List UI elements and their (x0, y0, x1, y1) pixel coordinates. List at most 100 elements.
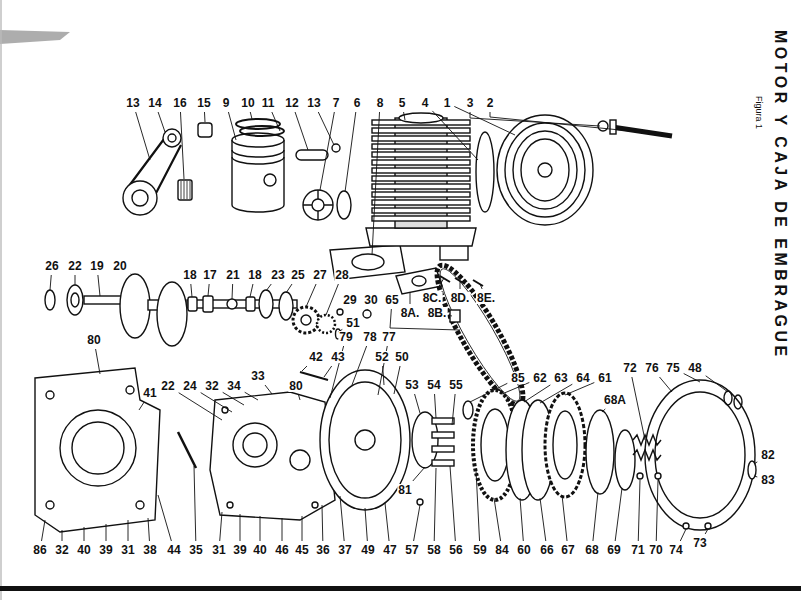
callout-number: 12 (284, 97, 299, 109)
callout-number: 17 (202, 269, 217, 281)
callout-number: 39 (98, 544, 113, 556)
part-outline (46, 391, 54, 399)
callout-number: 55 (448, 379, 463, 391)
part-outline (279, 292, 293, 320)
leader-line (286, 284, 292, 293)
callout-number: 41 (142, 387, 157, 399)
part-outline (417, 499, 423, 505)
part-outline (72, 422, 124, 474)
leader-line (220, 512, 222, 541)
leader-line (602, 409, 605, 412)
leader-line (302, 366, 307, 371)
leader-line (660, 377, 673, 392)
callout-number: 85 (510, 372, 525, 384)
callout-number: 81 (397, 484, 412, 496)
part-outline (372, 152, 470, 157)
callout-number: 86 (32, 544, 47, 556)
part-outline (0, 0, 1, 600)
callout-number: 60 (516, 544, 531, 556)
part-outline (330, 245, 405, 280)
leader-line (250, 284, 253, 297)
callout-number: 53 (404, 379, 419, 391)
part-outline (372, 176, 470, 181)
leader-line (299, 395, 300, 400)
part-outline (126, 386, 134, 394)
leader-line (324, 366, 332, 377)
part-outline (178, 432, 196, 468)
part-outline (246, 297, 255, 311)
callout-number: 49 (360, 544, 375, 556)
callout-number: 34 (226, 380, 241, 392)
part-outline (432, 418, 454, 424)
leader-line (434, 468, 436, 541)
callout-number: 76 (644, 362, 659, 374)
leader-line (339, 309, 340, 310)
part-outline (633, 450, 661, 460)
callout-number: 1 (443, 97, 452, 109)
title: MOTOR Y CAJA DE EMBRAGUE (771, 30, 789, 360)
callout-number: 80 (288, 380, 303, 392)
part-outline (227, 502, 233, 508)
leader-line (345, 112, 356, 192)
callout-number: 82 (760, 449, 775, 461)
callout-number: 13 (125, 97, 140, 109)
part-outline (645, 380, 755, 530)
part-outline (303, 190, 333, 220)
part-outline (232, 150, 284, 164)
part-outline (505, 123, 585, 217)
callout-number: 18 (182, 269, 197, 281)
callout-number: 27 (312, 269, 327, 281)
leader-line (454, 106, 515, 135)
callout-number: 63 (553, 372, 568, 384)
part-outline (233, 423, 277, 467)
callout-number: 32 (204, 380, 219, 392)
callout-number: 8 (376, 97, 385, 109)
leader-line (476, 470, 480, 541)
callout-number: 67 (560, 544, 575, 556)
leader-line (383, 366, 384, 385)
callout-number: 4 (421, 97, 430, 109)
part-outline (232, 140, 284, 212)
part-outline (372, 200, 470, 205)
part-outline (264, 174, 276, 186)
leader-line (232, 284, 234, 299)
leader-line (452, 394, 455, 425)
part-outline (355, 430, 375, 450)
leader-line (322, 505, 324, 541)
leader-line (50, 275, 51, 290)
part-outline (372, 168, 470, 173)
part-outline (203, 296, 213, 312)
callout-number: 40 (76, 544, 91, 556)
callout-number: 31 (211, 544, 226, 556)
callout-number: 28 (334, 269, 349, 281)
part-outline (586, 410, 614, 494)
callout-number: 5 (398, 97, 407, 109)
part-outline (312, 199, 324, 211)
part-outline (610, 120, 616, 134)
leader-line (191, 284, 192, 297)
part-outline (424, 257, 535, 414)
part-outline (317, 315, 335, 333)
callout-number: 8D. (450, 292, 471, 304)
part-outline (553, 411, 577, 479)
leader-line (494, 498, 501, 541)
callout-number: 7 (332, 97, 341, 109)
callout-number: 75 (665, 362, 680, 374)
leader-line (413, 467, 425, 481)
callout-number: 57 (404, 544, 419, 556)
leader-line (656, 480, 658, 541)
leader-line (367, 309, 368, 310)
part-outline (290, 450, 310, 470)
part-outline (46, 501, 54, 509)
part-outline (432, 432, 454, 438)
leader-line (684, 374, 700, 382)
part-outline (372, 128, 470, 133)
part-outline (432, 460, 454, 466)
leader-line (265, 385, 272, 394)
leader-line (306, 284, 316, 307)
callout-number: 2 (486, 97, 495, 109)
callout-number: 77 (381, 331, 396, 343)
part-outline (136, 501, 144, 509)
